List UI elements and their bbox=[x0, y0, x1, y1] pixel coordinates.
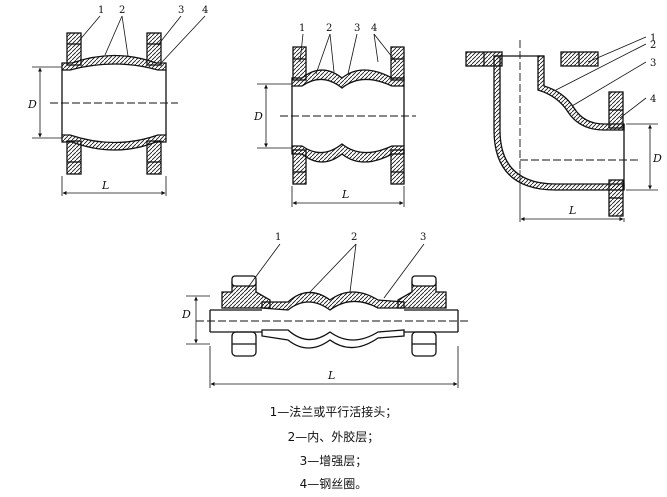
fig3-dim-d: D bbox=[652, 152, 662, 165]
flange-right-top bbox=[390, 46, 405, 81]
fig4-callout-2: 2 bbox=[351, 232, 357, 243]
union-right-top bbox=[397, 281, 447, 309]
figure-union-joint bbox=[186, 243, 470, 388]
legend-item-4: 4—钢丝圈。 bbox=[299, 477, 368, 491]
fig2-callout-1: 1 bbox=[299, 23, 305, 34]
fig2-dim-d: D bbox=[253, 110, 263, 123]
body-bottom bbox=[261, 329, 405, 349]
fig3-dim-l: L bbox=[568, 204, 576, 217]
flange-right-bottom bbox=[146, 140, 162, 175]
fig1-callout-1: 1 bbox=[98, 5, 104, 16]
fig1-callout-3: 3 bbox=[178, 5, 184, 16]
fig2-callout-4: 4 bbox=[371, 23, 377, 34]
fig4-dim-d: D bbox=[181, 308, 191, 321]
flange-left-bottom bbox=[66, 140, 82, 175]
body-top bbox=[261, 291, 405, 311]
fig4-callout-3: 3 bbox=[420, 232, 426, 243]
flange-right-bottom bbox=[390, 149, 405, 185]
fig3-callout-1: 1 bbox=[650, 33, 656, 44]
fig3-callout-3: 3 bbox=[650, 58, 656, 69]
body-bottom bbox=[61, 134, 167, 151]
body-bottom bbox=[291, 143, 405, 163]
legend-item-2: 2—内、外胶层； bbox=[287, 430, 380, 444]
fig1-callout-2: 2 bbox=[119, 5, 125, 16]
flange-left-top bbox=[292, 46, 307, 81]
figure-single-sphere-joint bbox=[32, 15, 206, 196]
union-left-top bbox=[221, 281, 271, 309]
fig4-dim-l: L bbox=[327, 369, 335, 382]
fig4-callout-1: 1 bbox=[275, 232, 281, 243]
fig1-dim-d: D bbox=[27, 98, 37, 111]
fig3-callout-2: 2 bbox=[650, 40, 656, 51]
fig3-callout-4: 4 bbox=[650, 94, 656, 105]
fig2-callout-2: 2 bbox=[326, 23, 332, 34]
legend-item-1: 1—法兰或平行活接头； bbox=[269, 405, 398, 419]
legend-item-3: 3—增强层； bbox=[299, 454, 368, 468]
figure-double-sphere-joint bbox=[257, 33, 416, 207]
elbow-outer-wall bbox=[493, 55, 625, 191]
figure-elbow-joint bbox=[465, 36, 658, 222]
fig1-dim-l: L bbox=[101, 179, 109, 192]
fig1-callout-4: 4 bbox=[202, 5, 208, 16]
fig2-dim-l: L bbox=[341, 188, 349, 201]
fig2-callout-3: 3 bbox=[354, 23, 360, 34]
